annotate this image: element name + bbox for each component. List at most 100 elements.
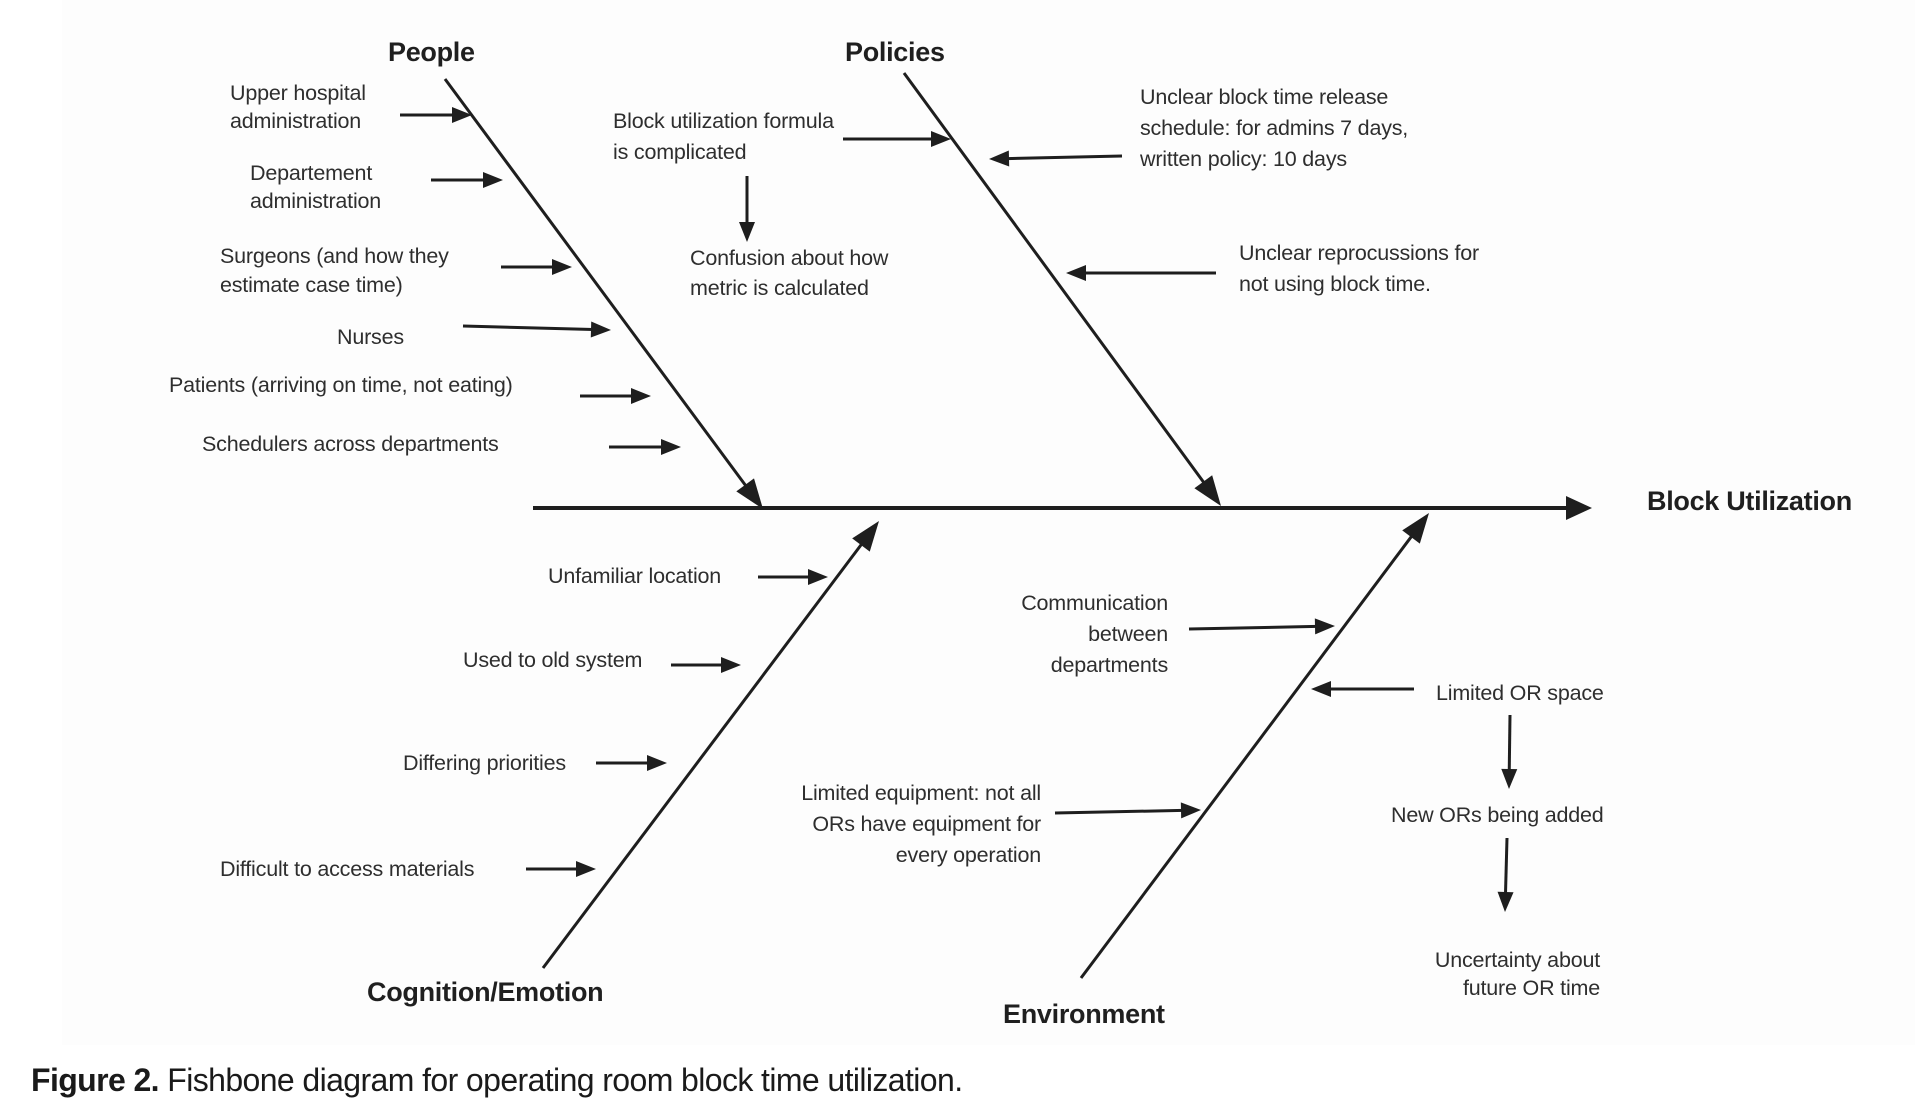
cause-schedulers: Schedulers across departments (202, 432, 499, 456)
cause-schedulers-line: Schedulers across departments (202, 432, 499, 456)
cause-arrow-cognition-3 (596, 755, 667, 771)
effect-label: Block Utilization (1647, 486, 1852, 516)
cause-patients-line: Patients (arriving on time, not eating) (169, 373, 513, 397)
cause-difficult-access-materials-line: Difficult to access materials (220, 857, 474, 881)
figure-caption: Figure 2. Fishbone diagram for operating… (31, 1062, 963, 1099)
cause-nurses-line: Nurses (337, 325, 404, 349)
cause-unclear-reprocussions-line: Unclear reprocussions for (1239, 241, 1479, 265)
cause-arrow-policies-2 (989, 150, 1123, 167)
bone-policies (902, 72, 1221, 506)
arrowhead-icon (1402, 513, 1429, 544)
cause-arrow-environment-2 (1311, 681, 1414, 697)
cause-arrow-cognition-1 (758, 569, 828, 585)
cause-surgeons: Surgeons (and how they estimate case time… (220, 244, 449, 297)
bone-environment (1079, 513, 1429, 979)
cause-limited-equipment-line: Limited equipment: not all (801, 781, 1041, 805)
cause-arrow-people-6 (609, 439, 681, 455)
cause-block-utilization-formula: Block utilization formula is complicated (613, 109, 834, 164)
cause-arrow-policies-3 (1066, 265, 1216, 281)
arrowhead-icon (576, 861, 596, 877)
arrowhead-icon (721, 657, 741, 673)
arrowhead-icon (483, 172, 503, 188)
sub-cause-arrow-new-ors (1501, 714, 1518, 789)
arrowhead-icon (1180, 802, 1201, 819)
arrowhead-icon (739, 222, 755, 242)
sub-cause-arrow-new-ors-shaft (1507, 714, 1512, 772)
cause-unclear-reprocussions-line: not using block time. (1239, 272, 1431, 296)
sub-cause-arrow-confusion (739, 176, 755, 242)
cause-upper-hospital-administration-line: Upper hospital (230, 81, 366, 105)
cause-uncertainty-future-or-time-line: Uncertainty about (1435, 948, 1600, 972)
cause-arrow-policies-2-shaft (1006, 154, 1123, 161)
spine-arrow (533, 496, 1592, 520)
cause-used-to-old-system-line: Used to old system (463, 648, 642, 672)
arrowhead-icon (989, 150, 1010, 167)
arrowhead-icon (590, 321, 611, 338)
cause-unclear-release-schedule: Unclear block time release schedule: for … (1139, 85, 1408, 171)
arrowhead-icon (931, 131, 951, 147)
cause-arrow-people-4 (462, 321, 611, 338)
cause-block-utilization-formula-line: is complicated (613, 140, 746, 164)
cause-unclear-release-schedule-line: Unclear block time release (1140, 85, 1388, 109)
cause-differing-priorities: Differing priorities (403, 751, 566, 775)
cause-arrow-people-2 (431, 172, 503, 188)
cause-arrow-environment-1 (1188, 618, 1335, 635)
cause-surgeons-line: Surgeons (and how they (220, 244, 449, 268)
arrowhead-icon (1194, 475, 1221, 506)
arrowhead-icon (1501, 768, 1518, 789)
cause-patients: Patients (arriving on time, not eating) (169, 373, 513, 397)
cause-arrow-policies-1 (843, 131, 951, 147)
bone-cognition-emotion (541, 521, 879, 969)
cause-arrow-people-3 (501, 259, 572, 275)
sub-cause-arrow-uncertainty (1497, 837, 1514, 912)
cause-departement-administration: Departement administration (250, 161, 381, 213)
arrowhead-icon (647, 755, 667, 771)
cause-arrow-people-4-shaft (462, 324, 594, 332)
arrowhead-icon (1497, 891, 1514, 912)
cause-limited-equipment-line: every operation (896, 843, 1041, 867)
cause-limited-or-space-line: Limited OR space (1436, 681, 1604, 705)
figure-caption-text: Fishbone diagram for operating room bloc… (158, 1062, 963, 1098)
arrowhead-icon (1066, 265, 1086, 281)
cause-block-utilization-formula-line: Block utilization formula (613, 109, 834, 133)
category-label-people: People (388, 37, 475, 67)
arrowhead-icon (452, 107, 472, 123)
cause-arrow-people-1 (400, 107, 472, 123)
arrowhead-icon (552, 259, 572, 275)
arrowhead-icon (736, 478, 763, 509)
cause-communication-between-departments-line: Communication (1021, 591, 1168, 615)
cause-arrow-environment-1-shaft (1188, 624, 1318, 631)
cause-unclear-release-schedule-line: schedule: for admins 7 days, (1140, 116, 1408, 140)
cause-used-to-old-system: Used to old system (463, 648, 642, 672)
cause-departement-administration-line: administration (250, 189, 381, 213)
cause-arrow-environment-3 (1054, 802, 1201, 819)
cause-departement-administration-line: Departement (250, 161, 372, 185)
bone-policies-shaft (902, 72, 1206, 485)
arrowhead-icon (852, 521, 879, 552)
cause-arrow-environment-3-shaft (1054, 808, 1184, 815)
diagram-background (62, 0, 1915, 1045)
bone-people-shaft (443, 78, 748, 488)
bone-cognition-emotion-shaft (541, 542, 864, 969)
cause-arrow-people-5 (580, 388, 651, 404)
cause-limited-equipment-line: ORs have equipment for (812, 812, 1041, 836)
cause-unfamiliar-location: Unfamiliar location (548, 564, 721, 588)
cause-arrow-cognition-2 (671, 657, 741, 673)
figure-number: Figure 2. (31, 1062, 160, 1098)
cause-unfamiliar-location-line: Unfamiliar location (548, 564, 721, 588)
cause-confusion-metric-line: metric is calculated (690, 276, 869, 300)
cause-new-ors-being-added: New ORs being added (1391, 803, 1604, 827)
cause-nurses: Nurses (337, 325, 404, 349)
cause-surgeons-line: estimate case time) (220, 273, 403, 297)
sub-cause-arrow-uncertainty-shaft (1503, 837, 1509, 895)
arrowhead-icon (1311, 681, 1331, 697)
cause-differing-priorities-line: Differing priorities (403, 751, 566, 775)
category-label-policies: Policies (845, 37, 945, 67)
diagram-lines (400, 72, 1592, 979)
